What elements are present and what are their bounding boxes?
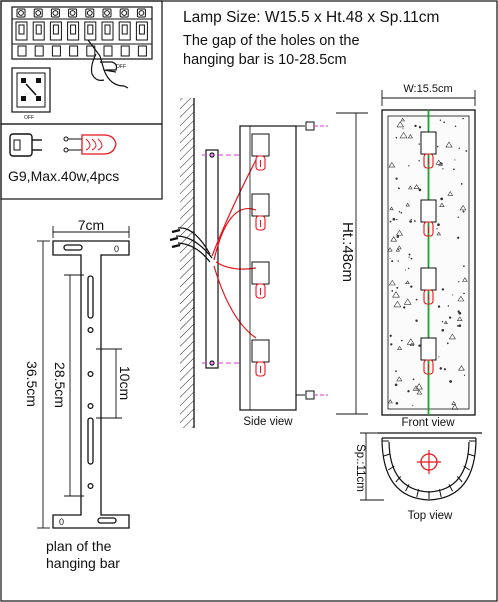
breaker-switch xyxy=(84,21,97,41)
hanging-bar-height-label: 36.5cm xyxy=(24,361,40,407)
breaker-terminal xyxy=(120,45,130,57)
breaker-terminal xyxy=(85,8,95,18)
breaker-terminal xyxy=(69,45,79,57)
breaker-terminal xyxy=(17,45,27,57)
breaker-switch xyxy=(67,21,80,41)
breaker-terminal xyxy=(33,8,43,18)
breaker-terminal xyxy=(50,8,60,18)
side-view-socket xyxy=(251,193,270,231)
front-view-caption: Front view xyxy=(401,417,455,429)
hole-gap-note-line-1: The gap of the holes on the xyxy=(183,33,360,49)
depth-label: Sp.:11cm xyxy=(354,444,366,492)
wall-switch-icon xyxy=(11,67,51,113)
depth-dimension xyxy=(360,432,384,501)
front-view-fixture xyxy=(381,109,476,416)
height-dimension xyxy=(336,112,368,415)
front-view-socket xyxy=(420,199,437,237)
top-view-shape xyxy=(378,432,482,501)
front-view-socket xyxy=(420,337,437,375)
front-view-socket xyxy=(420,131,437,169)
hanging-bar-dimensions xyxy=(37,226,130,529)
hanging-bar-caption-line-2: hanging bar xyxy=(46,555,120,571)
breaker-switch xyxy=(135,21,148,41)
hand-pointing-icon xyxy=(87,39,129,89)
breaker-terminal xyxy=(103,45,113,57)
width-dimension xyxy=(381,90,476,106)
breaker-terminal xyxy=(51,45,61,57)
top-view-caption: Top view xyxy=(408,510,453,522)
g9-socket-icon xyxy=(9,133,42,157)
hole-gap-note-line-2: hanging bar is 10-28.5cm xyxy=(183,52,347,68)
bar-corner-mark-top: 0 xyxy=(114,244,119,254)
switch-off-label-top: OFF xyxy=(116,64,126,70)
hole-gap-min-label: 10cm xyxy=(117,366,133,400)
bulb-panel-box xyxy=(0,123,163,200)
side-view-socket xyxy=(251,133,270,171)
lamp-size-title: Lamp Size: W15.5 x Ht.48 x Sp.11cm xyxy=(183,9,440,26)
breaker-terminal xyxy=(102,8,112,18)
breaker-switch xyxy=(118,21,131,41)
hanging-bar-plan xyxy=(52,240,130,529)
wall-hatch xyxy=(180,98,195,428)
breaker-switch-illustration xyxy=(11,6,153,60)
height-label: Ht.:48cm xyxy=(339,222,356,282)
switch-off-label-bottom: OFF xyxy=(24,115,34,121)
hanging-bar-width-label: 7cm xyxy=(78,217,104,233)
breaker-switch xyxy=(101,21,114,41)
breaker-terminal xyxy=(34,45,44,57)
breaker-switch xyxy=(15,21,28,41)
hanging-bar-caption-line-1: plan of the xyxy=(46,538,112,554)
breaker-terminal xyxy=(86,45,96,57)
hole-gap-max-label: 28.5cm xyxy=(52,362,68,408)
side-view-magenta-guides xyxy=(202,154,240,364)
bar-corner-mark-bottom: 0 xyxy=(59,517,64,527)
breaker-terminal xyxy=(68,8,78,18)
breaker-terminal xyxy=(137,45,147,57)
breaker-terminal xyxy=(136,8,146,18)
g9-bulb-icon xyxy=(63,134,117,155)
breaker-terminal xyxy=(119,8,129,18)
side-view-wires xyxy=(169,159,257,339)
front-view-socket xyxy=(420,267,437,305)
bulb-spec-label: G9,Max.40w,4pcs xyxy=(8,168,120,184)
side-view-socket xyxy=(251,339,270,377)
breaker-switch xyxy=(49,21,62,41)
side-view-fixture xyxy=(239,121,328,411)
side-view-socket xyxy=(251,261,270,299)
breaker-switch xyxy=(32,21,45,41)
breaker-terminal xyxy=(16,8,26,18)
width-label: W:15.5cm xyxy=(403,83,452,95)
side-view-caption: Side view xyxy=(243,416,293,428)
